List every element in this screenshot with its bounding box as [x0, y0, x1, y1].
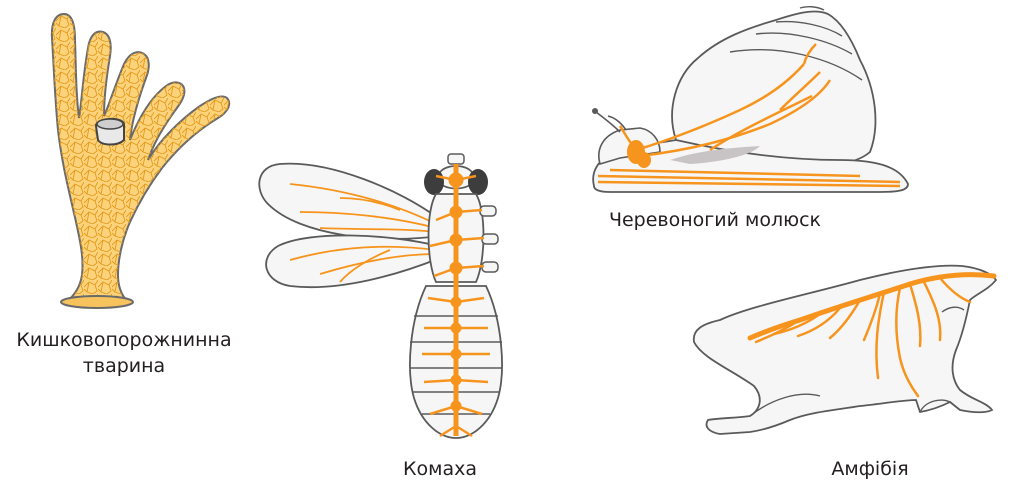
- insect-illustration: [250, 150, 520, 450]
- hydra-illustration: [0, 0, 260, 320]
- insect-front-wing: [259, 164, 440, 239]
- snail-shell: [672, 12, 875, 166]
- frog-illustration: [680, 250, 1016, 450]
- insect-hind-wing: [266, 235, 440, 287]
- caption-hydra-line1: Кишковопорожнинна: [4, 327, 244, 353]
- caption-hydra-line2: тварина: [4, 353, 244, 379]
- caption-hydra: Кишковопорожнинна тварина: [4, 327, 244, 379]
- caption-snail: Черевоногий молюск: [600, 207, 830, 233]
- insect-left-eye: [424, 169, 444, 195]
- hydra-body: [52, 14, 229, 308]
- snail-illustration: [580, 0, 920, 200]
- caption-frog: Амфібія: [805, 456, 935, 482]
- insect-right-eye: [468, 169, 488, 195]
- caption-insect: Комаха: [380, 456, 500, 482]
